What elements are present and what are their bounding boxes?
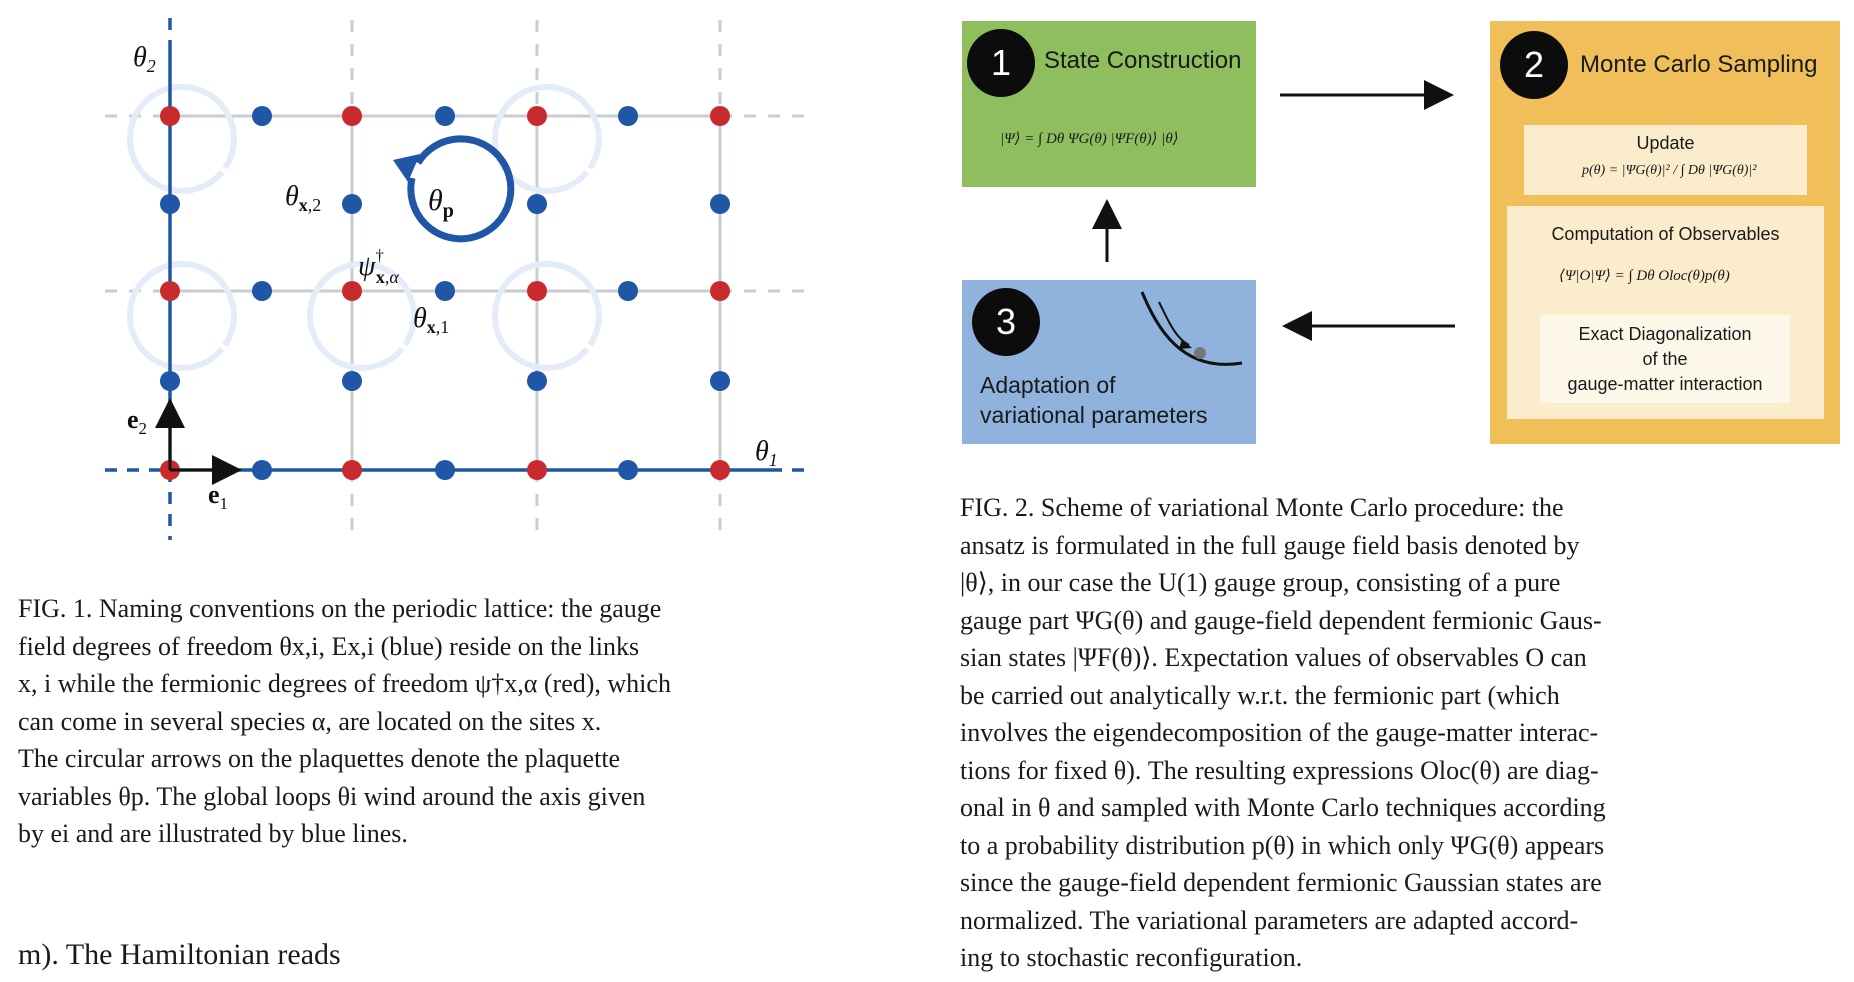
- update-formula: p(θ) = |ΨG(θ)|² / ∫ Dθ |ΨG(θ)|²: [1582, 163, 1757, 178]
- caption-line: variables θp. The global loops θi wind a…: [18, 781, 646, 811]
- state-construction-title: State Construction: [1044, 47, 1242, 74]
- update-box: Update p(θ) = |ΨG(θ)|² / ∫ Dθ |ΨG(θ)|²: [1524, 125, 1807, 195]
- gradient-descent-icon: [1140, 291, 1243, 366]
- plaquette-arrow-highlight: [393, 135, 515, 243]
- link-label-1: θx,1: [413, 303, 449, 337]
- exact-diagonalization-box: Exact Diagonalization of the gauge-matte…: [1540, 315, 1790, 403]
- adaptation-box: 3 Adaptation of variational parameters: [962, 280, 1256, 444]
- ed-line: of the: [1642, 349, 1688, 369]
- trailing-text: m). The Hamiltonian reads: [18, 938, 341, 971]
- lattice-sites: [160, 106, 730, 480]
- caption-line: by ei and are illustrated by blue lines.: [18, 819, 408, 848]
- caption-line: since the gauge-field dependent fermioni…: [960, 868, 1602, 897]
- adaptation-title-line: Adaptation of: [980, 372, 1116, 398]
- caption-line: ansatz is formulated in the full gauge f…: [960, 530, 1580, 560]
- state-formula: |Ψ⟩ = ∫ Dθ ΨG(θ) |ΨF(θ)⟩ |θ⟩: [1000, 131, 1179, 147]
- caption-line: FIG. 1. Naming conventions on the period…: [18, 594, 662, 623]
- fig2-caption: FIG. 2. Scheme of variational Monte Carl…: [960, 489, 1838, 977]
- state-construction-box: 1 State Construction |Ψ⟩ = ∫ Dθ ΨG(θ) |Ψ…: [962, 21, 1256, 187]
- caption-line: can come in several species α, are locat…: [18, 706, 602, 736]
- caption-line: normalized. The variational parameters a…: [960, 905, 1579, 935]
- caption-line: be carried out analytically w.r.t. the f…: [960, 680, 1560, 710]
- fig1-caption: FIG. 1. Naming conventions on the period…: [18, 590, 898, 853]
- observables-formula: ⟨Ψ|O|Ψ⟩ = ∫ Dθ Oloc(θ)p(θ): [1559, 268, 1730, 284]
- caption-line: FIG. 2. Scheme of variational Monte Carl…: [960, 493, 1564, 522]
- caption-line: |θ⟩, in our case the U(1) gauge group, c…: [960, 568, 1561, 597]
- step-3-badge: 3: [972, 288, 1040, 356]
- caption-line: x, i while the fermionic degrees of free…: [18, 669, 671, 698]
- lattice-links: [160, 106, 730, 480]
- step-1-badge: 1: [967, 29, 1035, 97]
- observables-label: Computation of Observables: [1551, 224, 1780, 244]
- caption-line: The circular arrows on the plaquettes de…: [18, 744, 621, 773]
- lattice-figure: θ2 θ1 e2 e1 θx,2 θx,1 θp ψ†x,α: [105, 18, 812, 540]
- caption-line: field degrees of freedom θx,i, Ex,i (blu…: [18, 631, 640, 661]
- caption-line: involves the eigendecomposition of the g…: [960, 718, 1599, 747]
- step-2-badge: 2: [1500, 31, 1568, 99]
- basis-vectors: [155, 398, 242, 485]
- plaquette-arrows-faint: [126, 83, 602, 371]
- caption-line: onal in θ and sampled with Monte Carlo t…: [960, 793, 1606, 822]
- monte-carlo-title: Monte Carlo Sampling: [1580, 51, 1818, 78]
- caption-line: sian states |ΨF(θ)⟩. Expectation values …: [960, 643, 1587, 672]
- caption-line: ing to stochastic reconfiguration.: [960, 943, 1303, 972]
- ed-line: Exact Diagonalization: [1578, 324, 1752, 344]
- caption-line: to a probability distribution p(θ) in wh…: [960, 830, 1605, 860]
- caption-line: gauge part ΨG(θ) and gauge-field depende…: [960, 605, 1602, 635]
- update-label: Update: [1636, 133, 1695, 153]
- caption-line: tions for fixed θ). The resulting expres…: [960, 755, 1599, 785]
- ed-line: gauge-matter interaction: [1567, 374, 1763, 394]
- adaptation-title-line: variational parameters: [980, 402, 1208, 428]
